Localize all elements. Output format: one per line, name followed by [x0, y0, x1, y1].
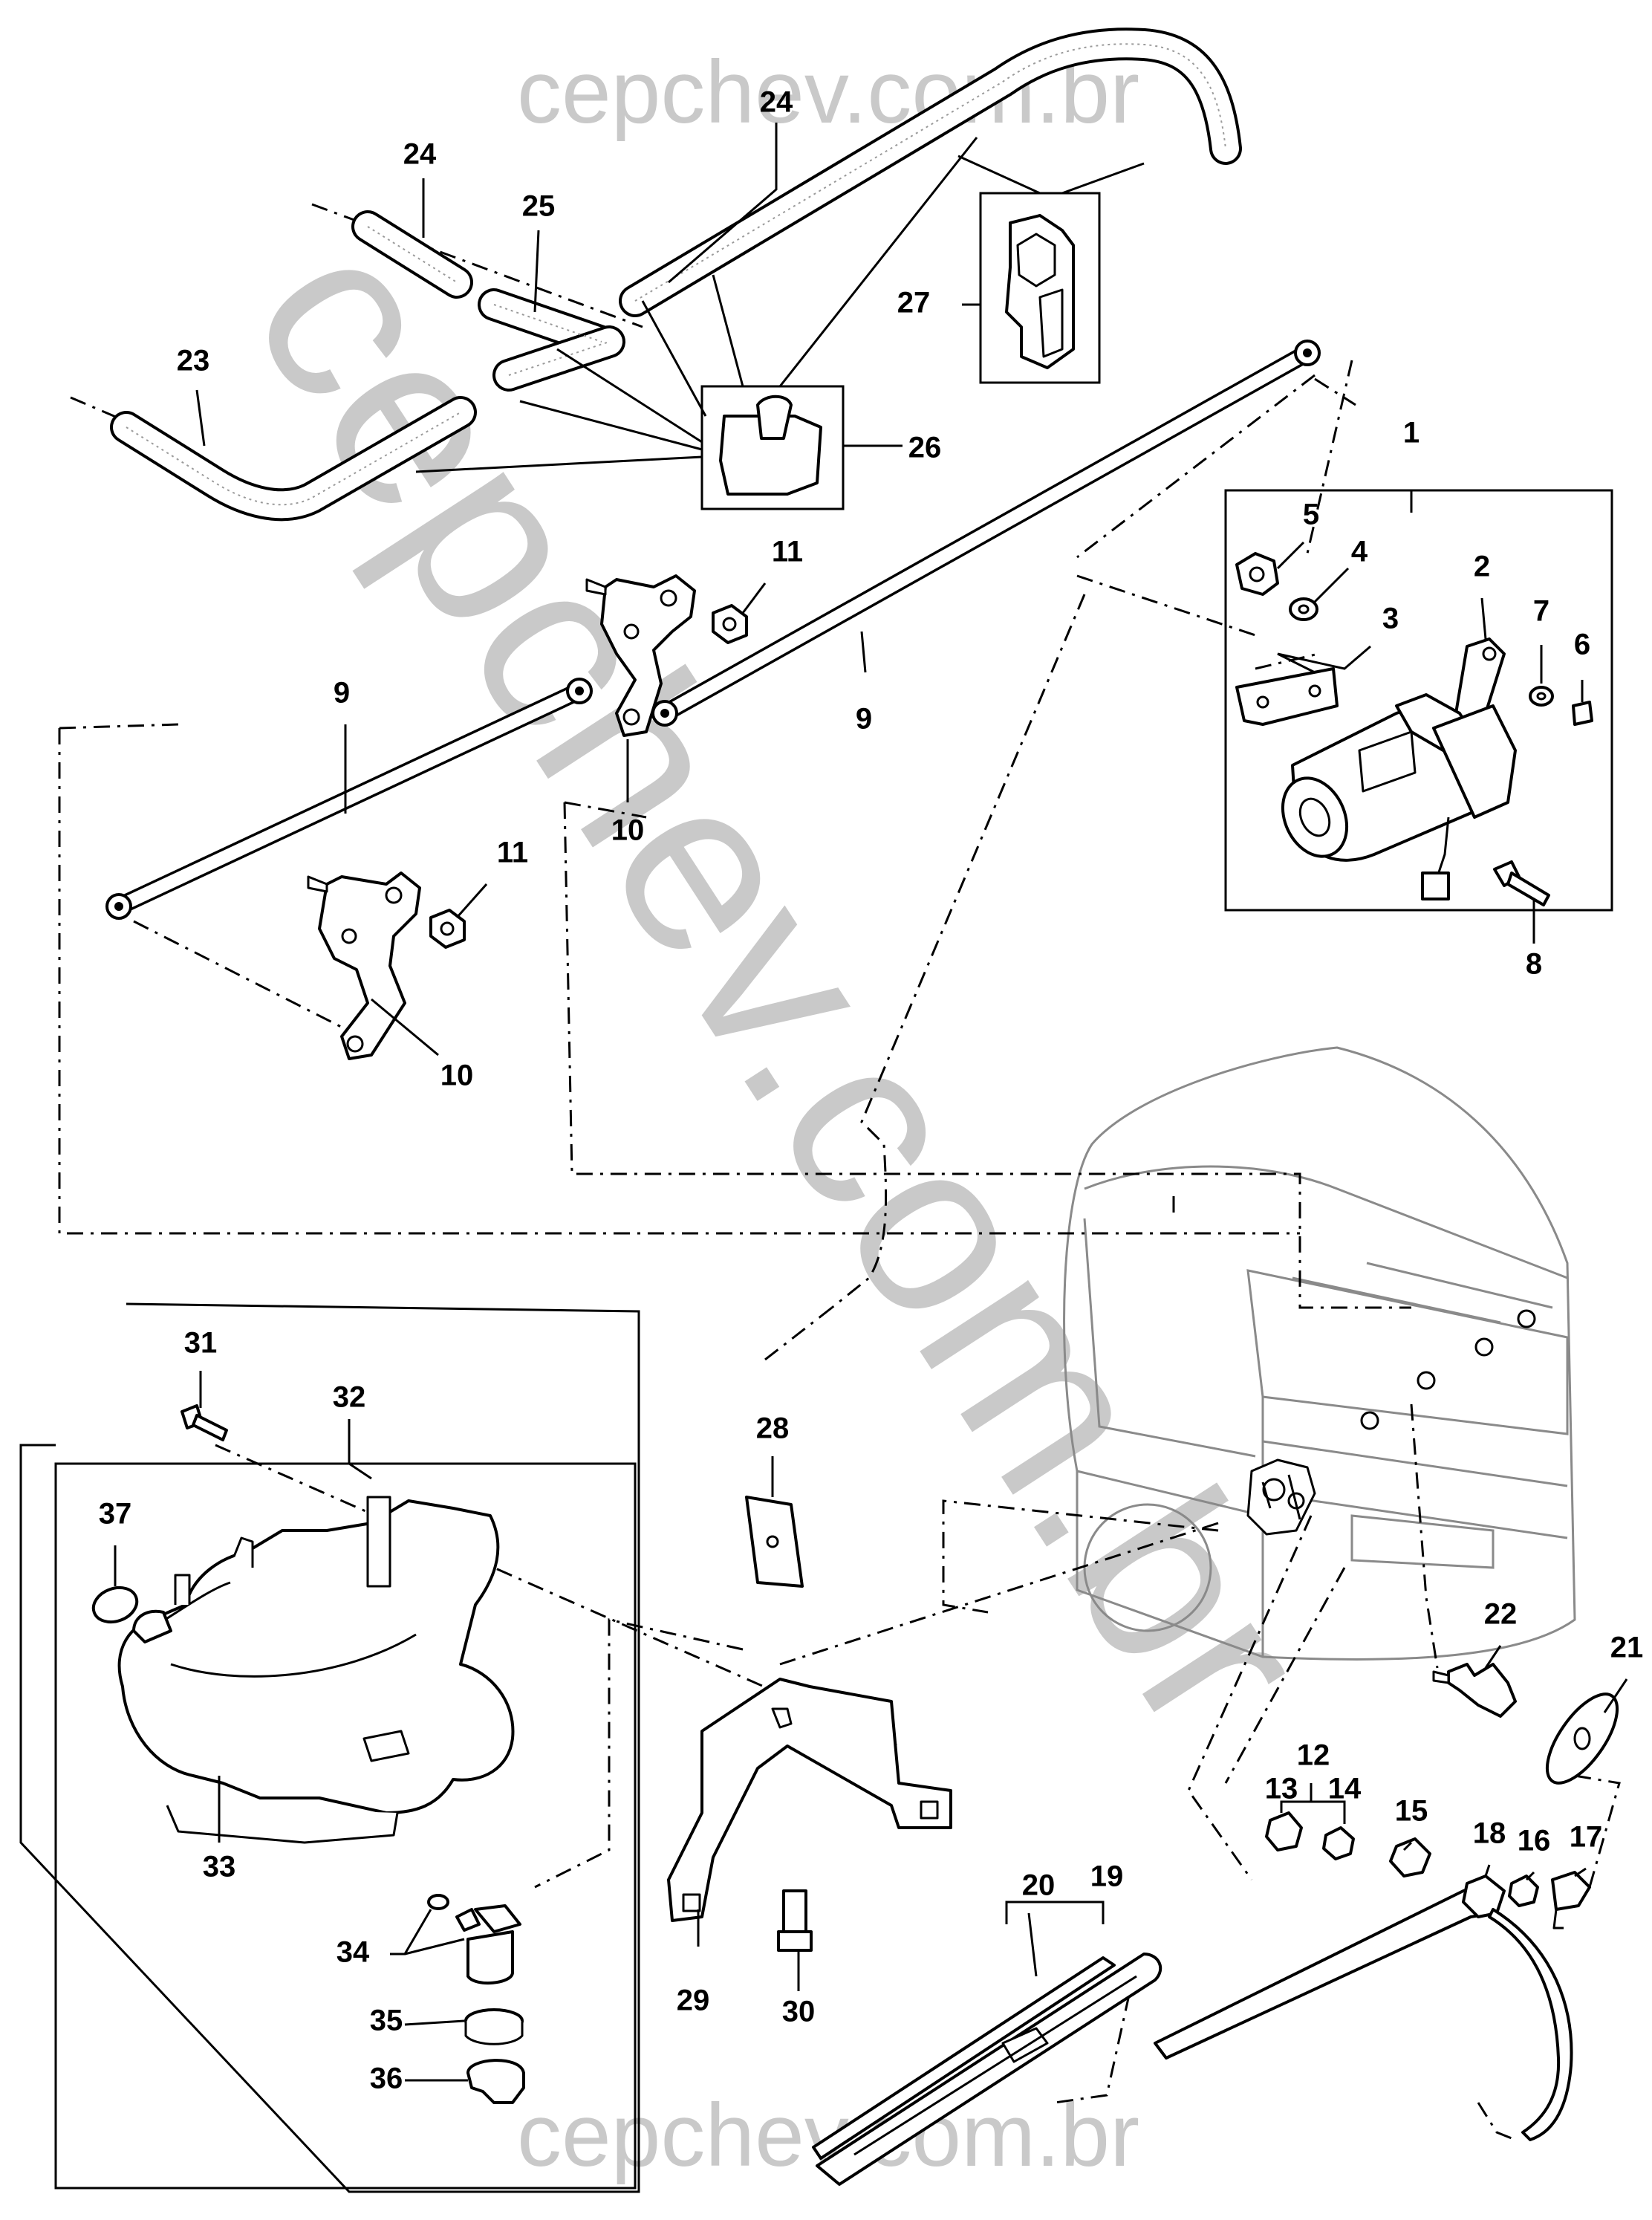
nut-11-upper: [712, 604, 748, 644]
callout-28: 28: [756, 1412, 790, 1445]
callout-36: 36: [370, 2062, 403, 2095]
callout-25: 25: [522, 190, 556, 223]
hose-23: [110, 396, 477, 522]
nut-14: [1322, 1826, 1355, 1860]
washer-4: [1289, 597, 1318, 621]
reservoir-tank-32: [117, 1496, 515, 1844]
grommet-21: [1545, 1692, 1619, 1785]
callout-27: 27: [897, 287, 931, 319]
callout-2: 2: [1474, 551, 1490, 583]
washer-13: [1265, 1811, 1303, 1851]
callout-35: 35: [370, 2005, 403, 2037]
callout-26: 26: [908, 432, 942, 464]
nut-11-lower: [429, 909, 466, 949]
bolt-30: [777, 1889, 813, 1952]
callout-leaders: [114, 123, 1628, 2082]
callout-20: 20: [1022, 1869, 1056, 1902]
pad-28: [745, 1496, 804, 1588]
motor-body: [1281, 693, 1517, 900]
callout-3: 3: [1382, 603, 1399, 635]
wiper-pivot-upper: [585, 574, 696, 737]
callout-31: 31: [184, 1327, 218, 1360]
wiper-arm-18: [1154, 1875, 1573, 2141]
callout-33: 33: [203, 1851, 236, 1883]
hose-24-short: [351, 210, 473, 299]
callout-5: 5: [1303, 499, 1319, 531]
wiper-motor-assembly: [1224, 489, 1613, 912]
callout-19: 19: [1090, 1860, 1124, 1893]
ring-35: [464, 2008, 524, 2045]
callout-21: 21: [1610, 1632, 1644, 1664]
wiper-blade-19: [812, 1953, 1162, 2186]
callout-30: 30: [782, 1996, 816, 2028]
bolt-31: [181, 1404, 228, 1441]
pin-6: [1572, 701, 1593, 726]
callout-13: 13: [1265, 1773, 1298, 1805]
pump-34: [427, 1894, 521, 1985]
callout-12: 12: [1297, 1739, 1330, 1772]
callout-4: 4: [1351, 536, 1368, 568]
nut-16: [1508, 1875, 1539, 1907]
cap-37: [91, 1586, 139, 1624]
callout-22: 22: [1484, 1598, 1518, 1631]
callout-37: 37: [99, 1498, 132, 1531]
callout-16: 16: [1518, 1825, 1551, 1857]
clamp-36: [466, 2059, 525, 2104]
hose-25-tee: [478, 288, 625, 392]
bolt-8: [1493, 860, 1550, 906]
cap-17: [1551, 1871, 1591, 1929]
hose-24-long: [619, 27, 1242, 317]
callout-11-lower: 11: [497, 837, 528, 869]
nut-5: [1235, 552, 1279, 596]
callout-1: 1: [1403, 417, 1420, 449]
callout-10-lower: 10: [440, 1059, 474, 1092]
cab-motor-assembly: [1246, 1458, 1316, 1536]
callout-9-lower: 9: [334, 677, 350, 710]
callout-labels: 1 2 3 4 5 6 7 8 9 9 10 10 11 11 12 13 14…: [99, 86, 1644, 2095]
linkage-rod-lower: [105, 678, 593, 920]
callout-24-left: 24: [403, 138, 437, 171]
callout-32: 32: [333, 1381, 366, 1414]
nozzle-22: [1432, 1663, 1517, 1718]
callout-11-upper: 11: [772, 536, 803, 568]
washer-reservoir-group: [19, 1302, 640, 2193]
callout-24-top: 24: [760, 86, 793, 119]
callout-6: 6: [1574, 629, 1590, 661]
callout-9-upper: 9: [856, 703, 872, 736]
callout-10-upper: 10: [611, 814, 645, 847]
wiper-pivot-lower: [307, 872, 421, 1060]
clip-27: [957, 155, 1145, 384]
callout-29: 29: [677, 1984, 710, 2017]
callout-15: 15: [1395, 1795, 1428, 1828]
bracket-3: [1235, 667, 1339, 726]
callout-18: 18: [1473, 1817, 1506, 1850]
washer-hoses: [110, 27, 1242, 522]
linkage-rod-upper: [651, 340, 1321, 727]
bracket-29: [667, 1678, 952, 1922]
callout-34: 34: [336, 1936, 370, 1969]
callout-8: 8: [1526, 948, 1542, 981]
callout-14: 14: [1328, 1773, 1362, 1805]
bushing-15: [1389, 1837, 1431, 1877]
callout-7: 7: [1533, 595, 1549, 628]
callout-17: 17: [1570, 1821, 1603, 1854]
clip-26: [415, 137, 978, 510]
watermark-layer: cepchev.com.br cepchev.com.br cepchev.co…: [200, 42, 1364, 2185]
callout-23: 23: [177, 345, 210, 377]
headlight-left: [1083, 1503, 1212, 1632]
washer-7: [1529, 686, 1554, 707]
